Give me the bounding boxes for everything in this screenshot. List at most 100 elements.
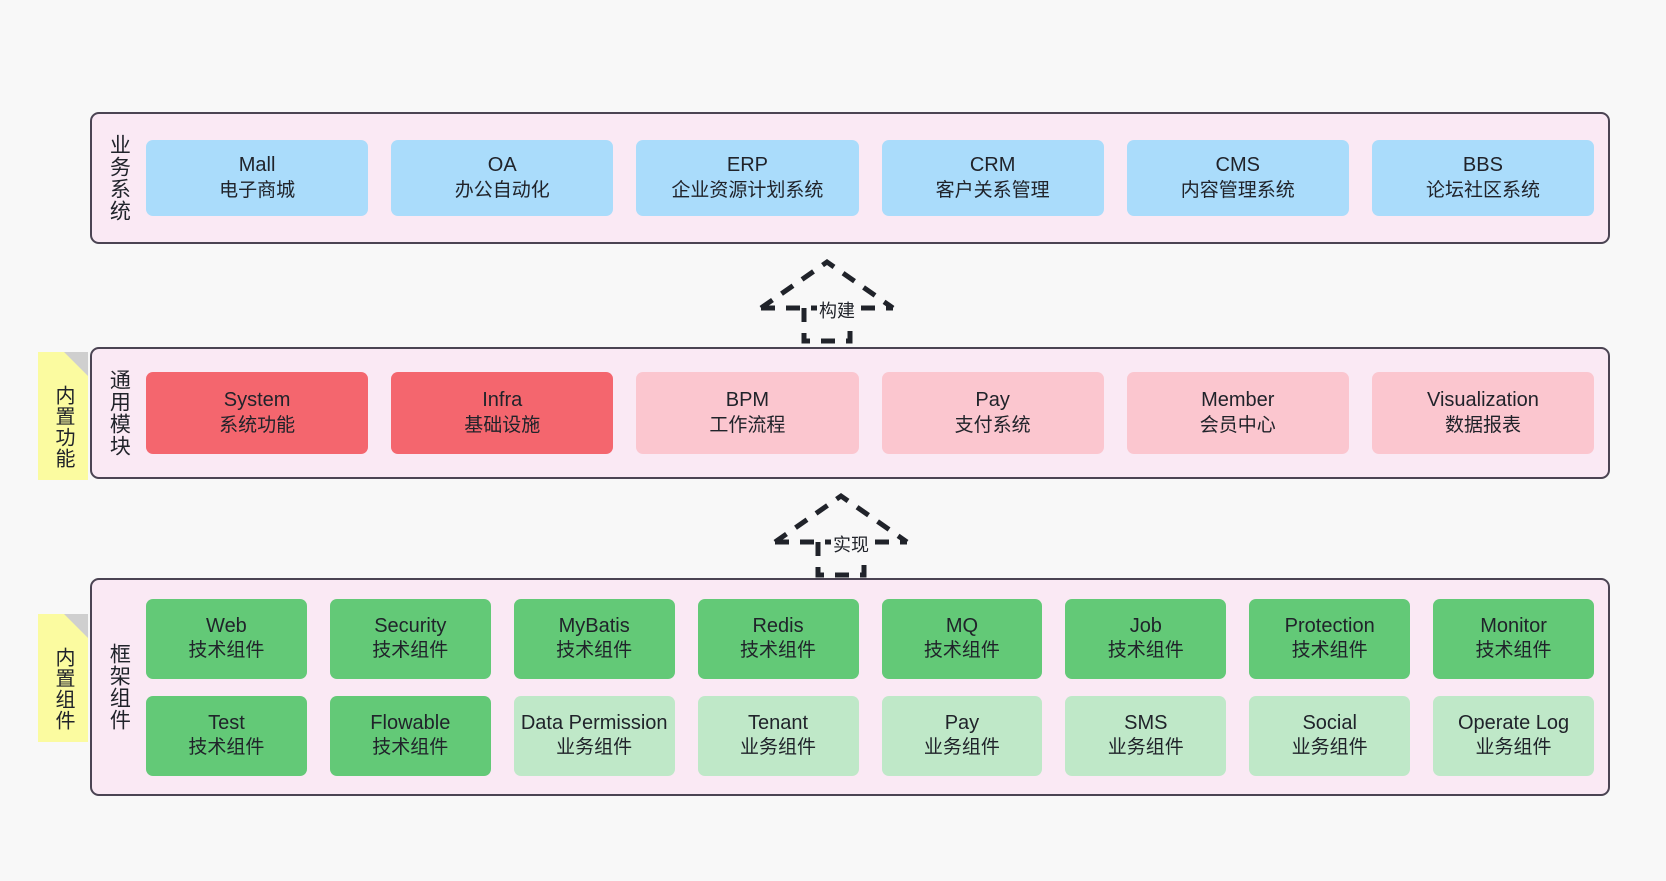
cell-name: Pay bbox=[944, 711, 980, 734]
cell-name: OA bbox=[487, 154, 517, 177]
cell-security[interactable]: Security 技术组件 bbox=[329, 598, 491, 679]
arrowhead-triangle-build bbox=[759, 258, 895, 311]
cell-description: 技术组件 bbox=[372, 640, 449, 662]
note-builtin-features: 内置功能 bbox=[38, 352, 88, 480]
cell-pay[interactable]: Pay 业务组件 bbox=[881, 695, 1043, 776]
cell-test[interactable]: Test 技术组件 bbox=[146, 695, 307, 776]
layer-common-modules-title: 通用模块 bbox=[107, 369, 131, 457]
cell-description: 系统功能 bbox=[219, 414, 296, 436]
cell-name: CMS bbox=[1215, 154, 1260, 177]
note-fold-corner-icon bbox=[64, 352, 88, 376]
cell-name: Tenant bbox=[748, 711, 809, 734]
cell-sms[interactable]: SMS 业务组件 bbox=[1065, 695, 1227, 776]
note-builtin-components-label: 内置组件 bbox=[52, 647, 74, 731]
cell-name: ERP bbox=[726, 154, 768, 177]
arrowhead-triangle-implement bbox=[773, 492, 909, 545]
cell-description: 基础设施 bbox=[464, 414, 541, 436]
cell-name: SMS bbox=[1124, 711, 1168, 734]
cell-description: 技术组件 bbox=[1475, 640, 1552, 662]
connector-build: 构建 bbox=[758, 258, 898, 344]
cell-social[interactable]: Social 业务组件 bbox=[1249, 695, 1411, 776]
layer-business-system-title: 业务系统 bbox=[107, 134, 131, 222]
cell-name: Social bbox=[1302, 711, 1357, 734]
cell-description: 技术组件 bbox=[188, 737, 265, 759]
cell-name: Redis bbox=[752, 614, 804, 637]
cell-description: 客户关系管理 bbox=[935, 179, 1050, 201]
cell-description: 业务组件 bbox=[1107, 737, 1184, 759]
cell-name: Visualization bbox=[1426, 389, 1539, 412]
note-fold-corner-icon bbox=[64, 614, 88, 638]
cell-description: 业务组件 bbox=[740, 737, 817, 759]
cell-description: 企业资源计划系统 bbox=[671, 179, 824, 201]
cell-description: 内容管理系统 bbox=[1180, 179, 1295, 201]
cell-description: 会员中心 bbox=[1199, 414, 1276, 436]
cell-redis[interactable]: Redis 技术组件 bbox=[697, 598, 859, 679]
cell-description: 数据报表 bbox=[1444, 414, 1521, 436]
note-builtin-components: 内置组件 bbox=[38, 614, 88, 742]
cell-name: Flowable bbox=[370, 711, 451, 734]
arrow-shaft-implement bbox=[815, 542, 867, 578]
cell-name: Pay bbox=[975, 389, 1010, 412]
cell-description: 电子商城 bbox=[219, 179, 296, 201]
cell-name: Test bbox=[208, 711, 245, 734]
cell-description: 技术组件 bbox=[188, 640, 265, 662]
cell-name: Mall bbox=[238, 154, 276, 177]
cell-name: Security bbox=[374, 614, 447, 637]
cell-web[interactable]: Web 技术组件 bbox=[146, 598, 307, 679]
cell-description: 技术组件 bbox=[740, 640, 817, 662]
cell-description: 技术组件 bbox=[1107, 640, 1184, 662]
cell-name: Infra bbox=[482, 389, 523, 412]
cell-monitor[interactable]: Monitor 技术组件 bbox=[1433, 598, 1594, 679]
cell-name: System bbox=[223, 389, 291, 412]
cell-name: Member bbox=[1201, 389, 1275, 412]
note-builtin-features-label: 内置功能 bbox=[52, 385, 74, 469]
layer-framework-components-title: 框架组件 bbox=[107, 643, 131, 731]
cell-name: Protection bbox=[1284, 614, 1375, 637]
cell-name: BBS bbox=[1462, 154, 1503, 177]
cell-description: 业务组件 bbox=[556, 737, 633, 759]
cell-name: Monitor bbox=[1480, 614, 1547, 637]
cell-description: 业务组件 bbox=[1291, 737, 1368, 759]
cell-tenant[interactable]: Tenant 业务组件 bbox=[697, 695, 859, 776]
cell-name: CRM bbox=[969, 154, 1016, 177]
connector-implement: 实现 bbox=[772, 492, 912, 578]
cell-description: 支付系统 bbox=[954, 414, 1031, 436]
cell-description: 技术组件 bbox=[556, 640, 633, 662]
cell-description: 工作流程 bbox=[709, 414, 786, 436]
cell-name: Web bbox=[206, 614, 247, 637]
connector-build-label: 构建 bbox=[817, 301, 857, 321]
cell-name: Operate Log bbox=[1457, 711, 1570, 734]
cell-description: 业务组件 bbox=[923, 737, 1000, 759]
cell-description: 论坛社区系统 bbox=[1425, 179, 1540, 201]
cell-name: MQ bbox=[945, 614, 979, 637]
